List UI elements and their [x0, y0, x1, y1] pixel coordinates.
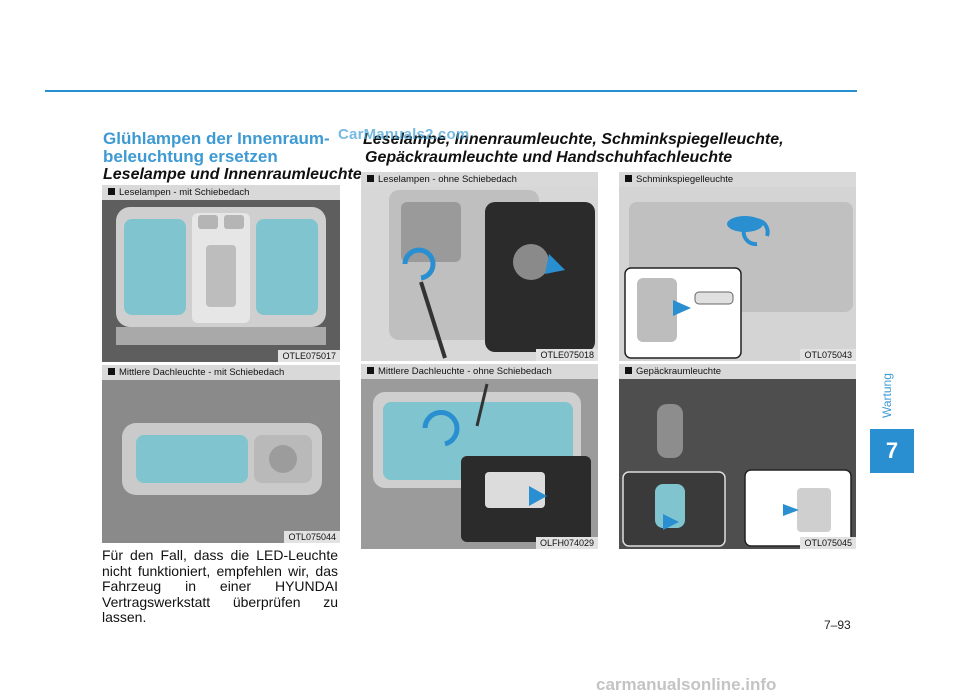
figure-center-lamp-no-sunroof: Mittlere Dachleuchte - ohne Schiebedach …: [361, 364, 598, 549]
center-lamp-no-sunroof-illustration: [361, 364, 598, 549]
body-text: Für den Fall, dass die LED-Leuchte nicht…: [102, 547, 338, 625]
luggage-lamp-illustration: [619, 364, 856, 549]
reading-lamps-sunroof-illustration: [102, 185, 340, 362]
right-heading: Leselampe, Innenraumleuchte, Schminkspie…: [363, 131, 784, 167]
figure-code: OTL075045: [800, 537, 856, 549]
right-heading-line1: Leselampe, Innenraumleuchte, Schminkspie…: [363, 131, 784, 148]
figure-luggage-lamp: Gepäckraumleuchte OTL075045: [619, 364, 856, 549]
figure-code: OTLE075017: [278, 350, 340, 362]
page-number: 7–93: [824, 618, 851, 632]
figure-vanity-mirror-lamp: Schminkspiegelleuchte OTL075043: [619, 172, 856, 361]
figure-code: OLFH074029: [535, 537, 598, 549]
reading-lamps-no-sunroof-illustration: [361, 172, 598, 361]
figure-caption: Gepäckraumleuchte: [619, 364, 856, 379]
vanity-mirror-lamp-illustration: [619, 172, 856, 361]
chapter-number-badge: 7: [870, 429, 914, 473]
figure-caption: Leselampen - ohne Schiebedach: [361, 172, 598, 187]
footer-watermark: carmanualsonline.info: [596, 675, 777, 694]
section-title-line1: Glühlampen der Innenraum-: [103, 129, 330, 148]
figure-caption: Mittlere Dachleuchte - ohne Schiebedach: [361, 364, 598, 379]
figure-caption: Leselampen - mit Schiebedach: [102, 185, 340, 200]
left-subheading: Leselampe und Innenraumleuchte: [103, 166, 362, 183]
watermark-text: CarManuals2.com: [338, 126, 470, 143]
figure-center-lamp-sunroof: Mittlere Dachleuchte - mit Schiebedach O…: [102, 365, 340, 543]
figure-caption: Mittlere Dachleuchte - mit Schiebedach: [102, 365, 340, 380]
section-title: Glühlampen der Innenraum- beleuchtung er…: [103, 130, 330, 166]
figure-caption: Schminkspiegelleuchte: [619, 172, 856, 187]
figure-code: OTL075044: [284, 531, 340, 543]
center-lamp-sunroof-illustration: [102, 365, 340, 543]
top-rule: [45, 90, 857, 92]
figure-code: OTLE075018: [536, 349, 598, 361]
figure-code: OTL075043: [800, 349, 856, 361]
figure-reading-lamps-sunroof: Leselampen - mit Schiebedach OTLE075017: [102, 185, 340, 362]
right-heading-line2: Gepäckraumleuchte und Handschuhfachleuch…: [365, 149, 733, 166]
figure-reading-lamps-no-sunroof: Leselampen - ohne Schiebedach OTLE075018: [361, 172, 598, 361]
section-title-line2: beleuchtung ersetzen: [103, 147, 278, 166]
sidebar-label: Wartung: [880, 373, 894, 418]
